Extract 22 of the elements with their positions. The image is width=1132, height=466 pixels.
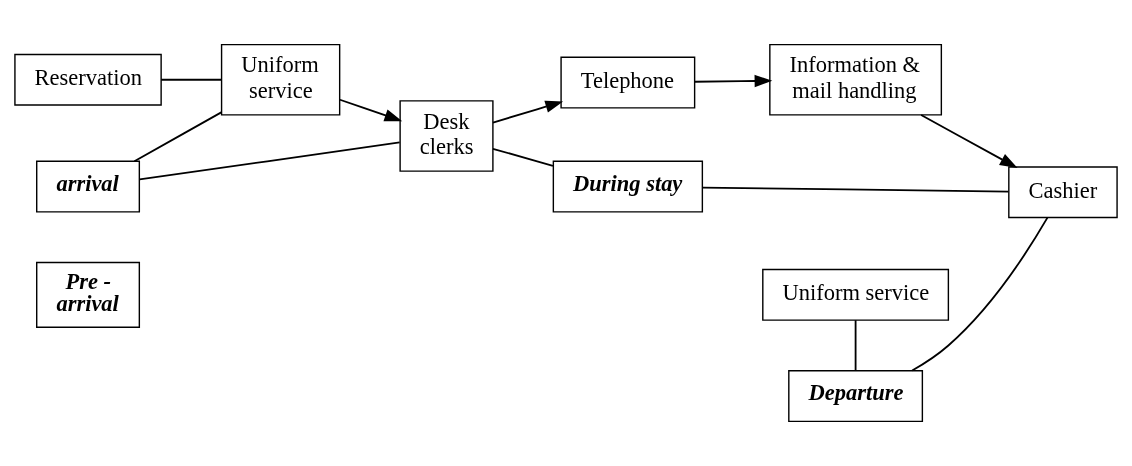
connector <box>160 78 223 81</box>
node-box: Cashier <box>1008 166 1118 219</box>
connector <box>138 141 401 181</box>
connector <box>701 186 1010 193</box>
node-box: Reservation <box>14 53 162 106</box>
node-box: Uniform service <box>220 43 341 116</box>
node-box: Information & mail handling <box>769 43 943 116</box>
arrow <box>339 98 403 122</box>
connector <box>854 319 857 372</box>
node-box: During stay <box>552 160 704 213</box>
node-box: arrival <box>36 160 141 213</box>
arrow <box>492 100 564 124</box>
connector <box>492 147 554 167</box>
node-box: Desk clerks <box>399 100 494 172</box>
connector <box>911 216 1049 372</box>
node-box: Uniform service <box>762 268 950 321</box>
connector <box>133 111 223 163</box>
arrow <box>694 74 773 88</box>
arrow <box>920 114 1018 169</box>
node-box: Departure <box>788 370 924 423</box>
node-box: Pre - arrival <box>36 261 141 328</box>
node-box: Telephone <box>560 56 696 109</box>
